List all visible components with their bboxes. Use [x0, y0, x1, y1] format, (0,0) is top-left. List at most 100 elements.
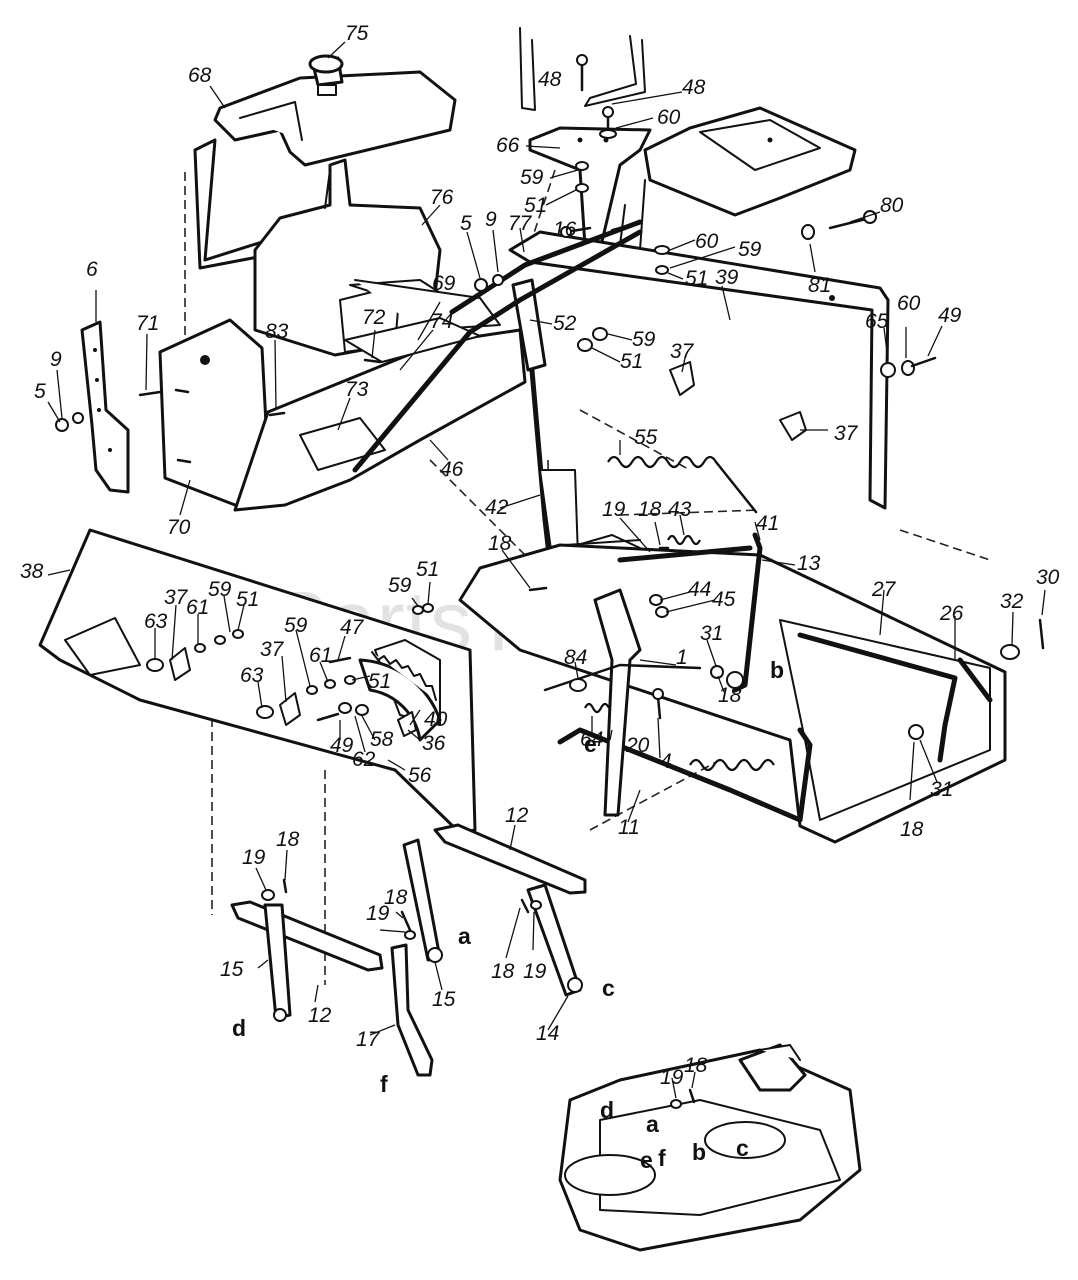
callout-12: 12 — [308, 1004, 332, 1027]
letter-d: d — [232, 1015, 246, 1041]
long-frame-bracket — [508, 221, 890, 510]
callout-64: 64 — [580, 728, 603, 751]
seat-support-bracket — [519, 27, 857, 252]
callout-51: 51 — [416, 558, 439, 581]
callout-19: 19 — [242, 846, 266, 869]
arm-15-right — [402, 838, 443, 963]
callout-48: 48 — [682, 76, 706, 99]
callout-15: 15 — [432, 988, 456, 1011]
letter-d: d — [600, 1097, 614, 1123]
callout-5: 5 — [460, 212, 472, 235]
callout-32: 32 — [1000, 590, 1024, 613]
callout-11: 11 — [618, 816, 640, 839]
callout-56: 56 — [408, 764, 432, 787]
callout-18: 18 — [900, 818, 924, 841]
callout-61: 61 — [186, 596, 209, 619]
callout-59: 59 — [284, 614, 308, 637]
callout-5: 5 — [34, 380, 46, 403]
arm-15-left — [263, 903, 292, 1022]
callout-70: 70 — [167, 516, 191, 539]
letter-a: a — [458, 923, 471, 949]
callout-76: 76 — [430, 186, 454, 209]
letter-b: b — [692, 1139, 706, 1165]
callout-60: 60 — [695, 230, 719, 253]
letter-b: b — [770, 657, 784, 683]
lift-arm — [617, 532, 763, 693]
callout-27: 27 — [871, 578, 897, 601]
callout-18: 18 — [638, 498, 662, 521]
callout-74: 74 — [430, 310, 453, 333]
callout-9: 9 — [485, 208, 497, 231]
callout-31: 31 — [930, 778, 953, 801]
callout-19: 19 — [660, 1066, 684, 1089]
letter-f: f — [658, 1145, 666, 1171]
arm-17 — [390, 943, 434, 1077]
callout-55: 55 — [634, 426, 658, 449]
callout-37: 37 — [670, 340, 695, 363]
callout-40: 40 — [424, 708, 448, 731]
mounting-bracket — [80, 320, 130, 494]
callout-19: 19 — [602, 498, 626, 521]
letter-e: e — [584, 731, 597, 757]
callout-18: 18 — [684, 1054, 708, 1077]
callout-71: 71 — [136, 312, 159, 335]
callout-80: 80 — [880, 194, 904, 217]
callout-61: 61 — [309, 644, 332, 667]
callout-81: 81 — [808, 274, 831, 297]
hardware — [55, 54, 1045, 1109]
callout-31: 31 — [700, 622, 723, 645]
callout-15: 15 — [220, 958, 244, 981]
leader-lines — [47, 41, 1046, 1099]
callout-59: 59 — [208, 578, 232, 601]
callout-66: 66 — [496, 134, 520, 157]
letter-e: e — [640, 1147, 653, 1173]
callout-69: 69 — [432, 272, 456, 295]
callout-36: 36 — [422, 732, 446, 755]
callout-14: 14 — [536, 1022, 559, 1045]
callout-59: 59 — [388, 574, 412, 597]
callout-labels: 75 68 48 48 60 66 59 51 76 77 16 9 5 60 … — [20, 22, 1060, 1089]
connection-letters: b e a d c f d a b c e f — [232, 657, 784, 1173]
callout-84: 84 — [564, 646, 587, 669]
callout-4: 4 — [660, 750, 672, 773]
callout-6: 6 — [86, 258, 98, 281]
callout-20: 20 — [625, 734, 650, 757]
callout-16: 16 — [553, 218, 577, 241]
callout-43: 43 — [668, 498, 692, 521]
letter-c: c — [736, 1135, 749, 1161]
callout-52: 52 — [553, 312, 577, 335]
callout-83: 83 — [265, 320, 289, 343]
deck-support-rod — [797, 632, 958, 763]
callout-51: 51 — [368, 670, 391, 693]
callout-62: 62 — [352, 748, 376, 771]
callout-42: 42 — [485, 496, 509, 519]
callout-59: 59 — [520, 166, 544, 189]
callout-77: 77 — [508, 212, 533, 235]
callout-48: 48 — [538, 68, 562, 91]
callout-63: 63 — [144, 610, 168, 633]
callout-18: 18 — [384, 886, 408, 909]
center-frame — [233, 279, 527, 512]
callout-18: 18 — [276, 828, 300, 851]
callout-72: 72 — [362, 306, 386, 329]
letter-f: f — [380, 1071, 388, 1097]
callout-46: 46 — [440, 458, 464, 481]
callout-30: 30 — [1036, 566, 1060, 589]
callout-26: 26 — [939, 602, 964, 625]
lift-spring — [607, 455, 758, 514]
callout-19: 19 — [523, 960, 547, 983]
deck-spring — [689, 758, 775, 772]
arm-14 — [526, 883, 583, 997]
callout-51: 51 — [236, 588, 259, 611]
fuel-tank-cover — [193, 54, 457, 270]
callout-51: 51 — [620, 350, 643, 373]
callout-51: 51 — [524, 194, 547, 217]
callout-9: 9 — [50, 348, 62, 371]
mower-deck-inset — [558, 1043, 862, 1252]
callout-13: 13 — [797, 552, 821, 575]
callout-44: 44 — [688, 578, 711, 601]
link-bar-12-upper — [433, 823, 587, 895]
letter-a: a — [646, 1111, 659, 1137]
deck-hanger — [957, 657, 993, 703]
